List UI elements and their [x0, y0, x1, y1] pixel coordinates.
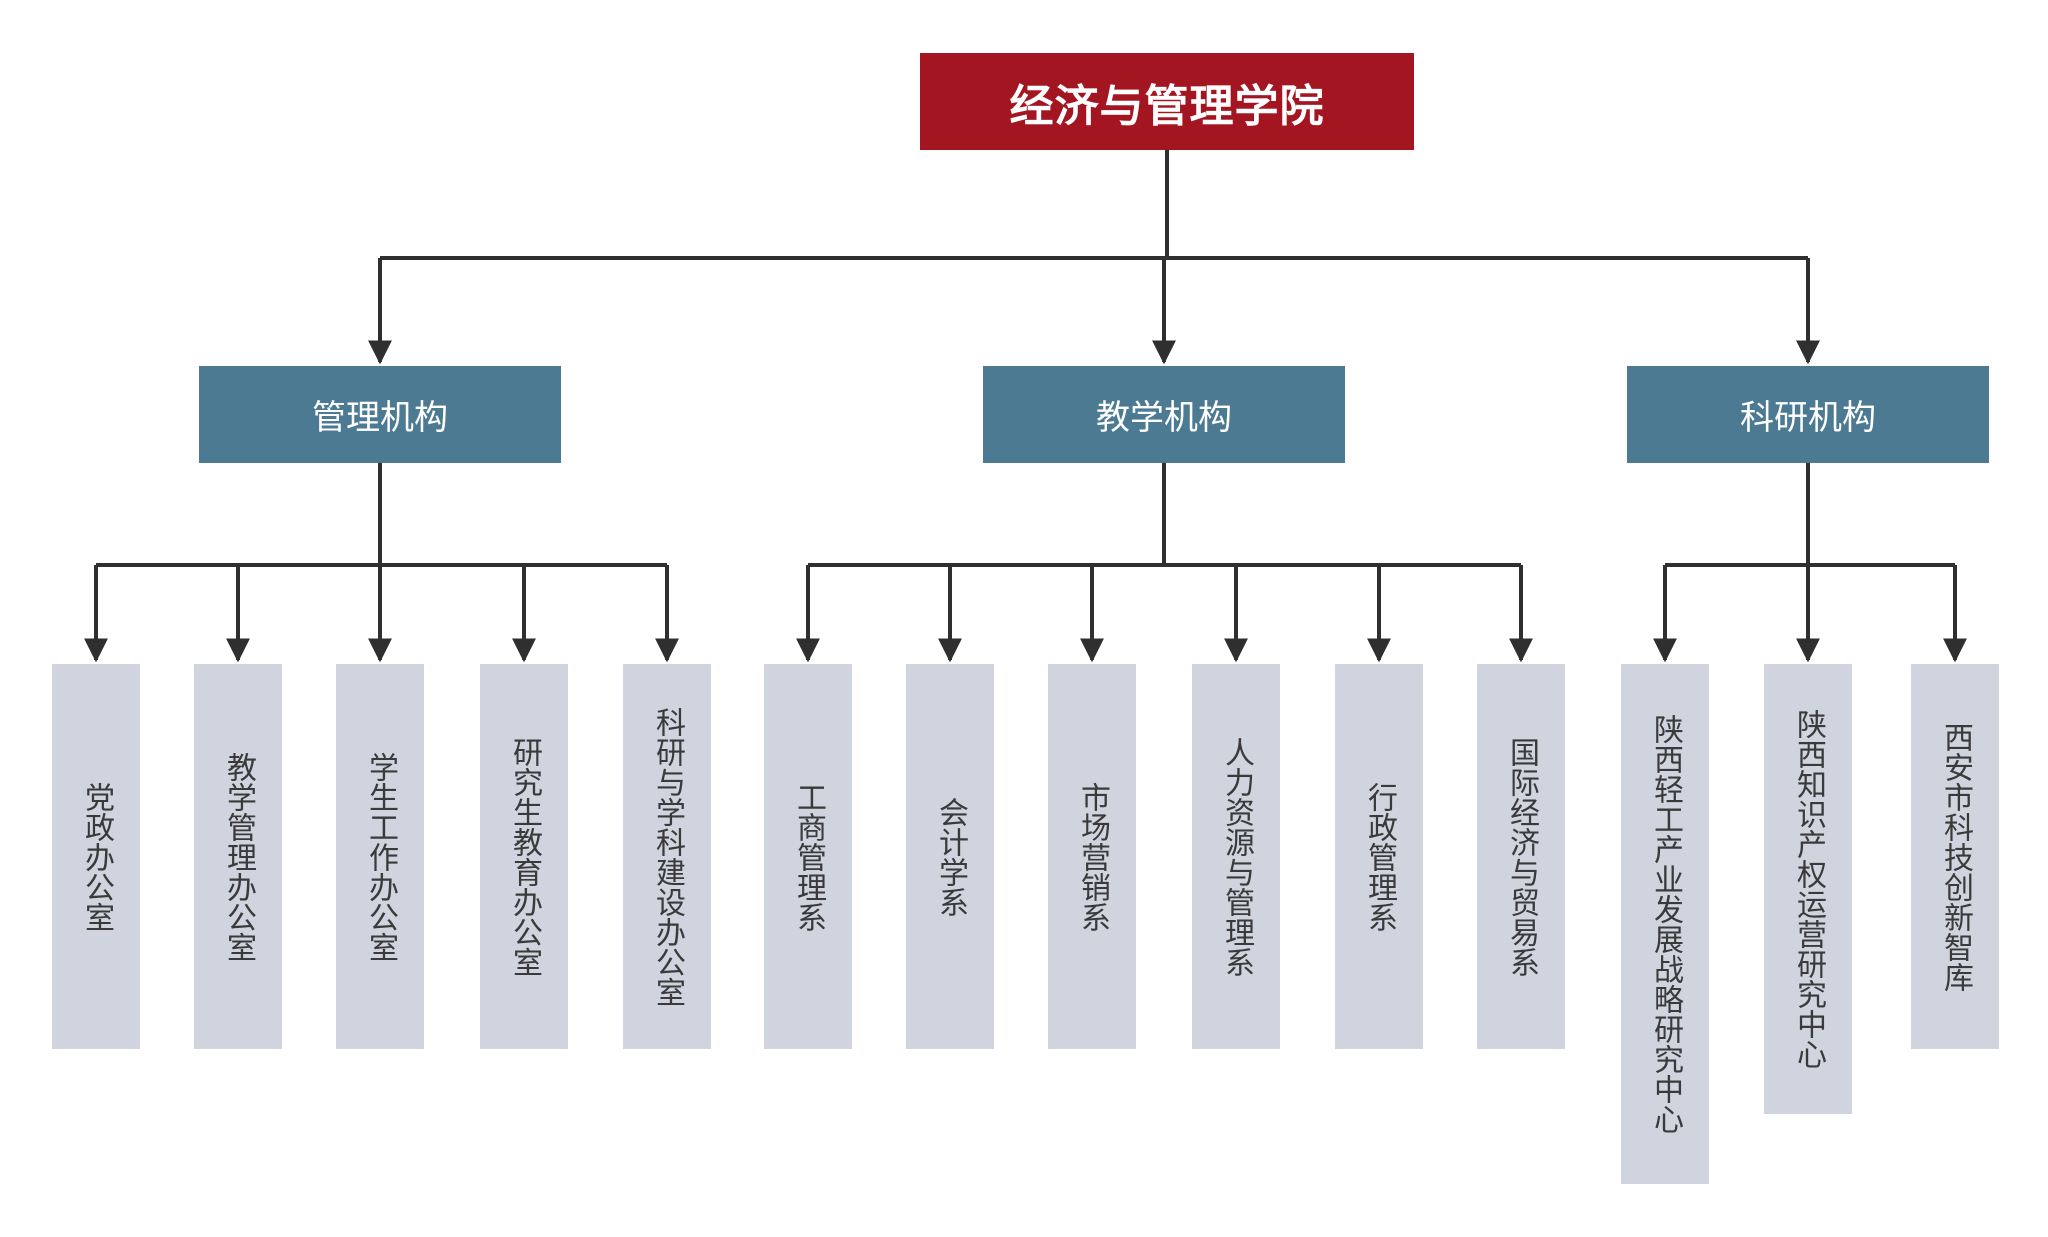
leaf-label: 行政管理系	[1362, 781, 1397, 932]
group-node-research: 科研机构	[1627, 366, 1989, 463]
leaf-label: 会计学系	[933, 796, 968, 917]
leaf-node: 行政管理系	[1335, 664, 1423, 1049]
root-node: 经济与管理学院	[920, 53, 1414, 150]
leaf-node: 陕西知识产权运营研究中心	[1764, 664, 1852, 1114]
leaf-node: 国际经济与贸易系	[1477, 664, 1565, 1049]
root-label: 经济与管理学院	[1009, 80, 1325, 132]
group-label: 教学机构	[1096, 398, 1232, 438]
leaf-node: 会计学系	[906, 664, 994, 1049]
leaf-node: 教学管理办公室	[194, 664, 282, 1049]
leaf-label: 西安市科技创新智库	[1938, 721, 1973, 992]
leaf-label: 工商管理系	[791, 781, 826, 932]
leaf-label: 科研与学科建设办公室	[650, 706, 685, 1007]
leaf-node: 工商管理系	[764, 664, 852, 1049]
group-node-teaching: 教学机构	[983, 366, 1345, 463]
leaf-node: 西安市科技创新智库	[1911, 664, 1999, 1049]
group-label: 科研机构	[1740, 398, 1876, 438]
leaf-label: 学生工作办公室	[363, 751, 398, 962]
leaf-node: 市场营销系	[1048, 664, 1136, 1049]
leaf-label: 陕西轻工产业发展战略研究中心	[1648, 714, 1683, 1134]
leaf-label: 党政办公室	[79, 781, 114, 932]
leaf-label: 研究生教育办公室	[507, 736, 542, 977]
leaf-node: 研究生教育办公室	[480, 664, 568, 1049]
group-node-management: 管理机构	[199, 366, 561, 463]
leaf-node: 陕西轻工产业发展战略研究中心	[1621, 664, 1709, 1184]
leaf-node: 科研与学科建设办公室	[623, 664, 711, 1049]
leaf-label: 人力资源与管理系	[1219, 736, 1254, 977]
leaf-label: 陕西知识产权运营研究中心	[1791, 709, 1826, 1069]
group-label: 管理机构	[312, 398, 448, 438]
leaf-label: 国际经济与贸易系	[1504, 736, 1539, 977]
leaf-label: 教学管理办公室	[221, 751, 256, 962]
leaf-node: 人力资源与管理系	[1192, 664, 1280, 1049]
leaf-node: 党政办公室	[52, 664, 140, 1049]
leaf-node: 学生工作办公室	[336, 664, 424, 1049]
leaf-label: 市场营销系	[1075, 781, 1110, 932]
